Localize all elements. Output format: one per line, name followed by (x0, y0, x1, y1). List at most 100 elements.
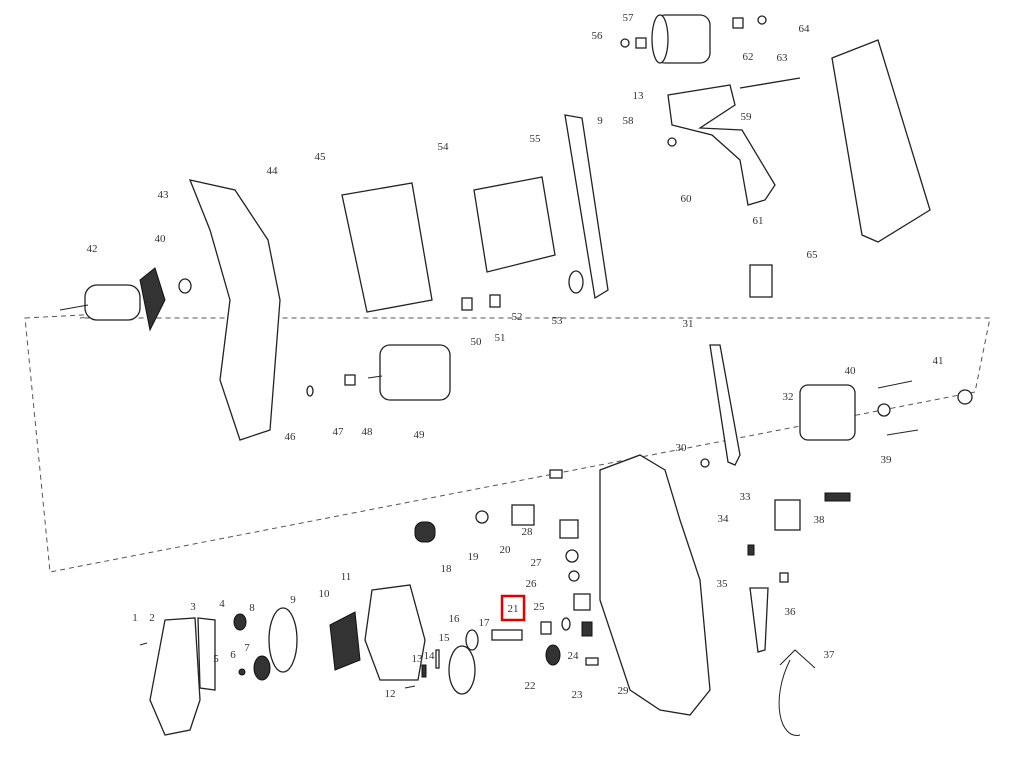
roller-shaft (367, 375, 383, 379)
part-17-shaft (491, 629, 523, 641)
part-number-label: 57 (623, 12, 635, 24)
part-3-belt (197, 617, 216, 691)
part-number-label: 25 (534, 601, 546, 613)
part-number-label: 38 (814, 514, 826, 526)
part-number-label: 34 (718, 513, 730, 525)
part-number-label: 16 (449, 613, 461, 625)
part-number-label: 26 (526, 578, 538, 590)
part-number-label: 61 (753, 215, 764, 227)
part-37-cord (778, 649, 816, 736)
part-55-plate (564, 114, 609, 300)
part-number-label: 30 (676, 442, 688, 454)
part-18-knob (414, 521, 436, 543)
part-51 (489, 294, 501, 308)
part-12-screw (404, 685, 416, 689)
part-29-housing (599, 454, 711, 716)
highlight-box-21 (500, 594, 526, 622)
part-38 (824, 492, 851, 502)
part-number-label: 7 (244, 642, 250, 654)
part-number-label: 32 (783, 391, 794, 403)
part-6 (238, 668, 246, 676)
part-number-label: 36 (785, 606, 797, 618)
part-number-label: 17 (479, 617, 491, 629)
armature-shaft (59, 304, 89, 311)
part-number-label: 51 (495, 332, 506, 344)
part-number-label: 10 (319, 588, 331, 600)
part-screw (877, 380, 913, 389)
part-14 (435, 649, 440, 669)
part-number-label: 11 (341, 571, 352, 583)
part-7-pulley (253, 655, 271, 681)
part-50 (461, 297, 473, 311)
part-number-label: 15 (439, 632, 451, 644)
part-number-label: 54 (438, 141, 450, 153)
part-34 (747, 544, 755, 556)
part-35-sleeve (749, 587, 769, 653)
part-number-label: 13 (633, 90, 645, 102)
part-number-label: 52 (512, 311, 523, 323)
part-number-label: 40 (155, 233, 167, 245)
part-57 (635, 37, 647, 49)
part-number-label: 45 (315, 151, 327, 163)
part-26-ring (568, 570, 580, 582)
part-small-bush (732, 17, 744, 29)
part-39-screw (886, 429, 919, 436)
part-number-label: 18 (441, 563, 453, 575)
part-45-plate (341, 182, 433, 313)
part-brush-cap (549, 469, 563, 479)
part-54-plate (473, 176, 556, 273)
part-33-switch (774, 499, 801, 531)
part-number-label: 13 (412, 653, 424, 665)
part-number-label: 28 (522, 526, 534, 538)
part-40-bearing (178, 278, 192, 294)
part-number-label: 22 (525, 680, 536, 692)
part-number-label: 27 (531, 557, 543, 569)
part-15-pulley (448, 645, 476, 695)
part-53-roller (568, 270, 584, 294)
part-number-label: 47 (333, 426, 345, 438)
part-47 (344, 374, 356, 386)
part-number-label: 62 (743, 51, 754, 63)
part-65-spring (749, 264, 773, 298)
part-number-label: 21 (508, 603, 519, 615)
part-number-label: 23 (572, 689, 584, 701)
part-number-label: 65 (807, 249, 819, 261)
part-number-label: 31 (683, 318, 694, 330)
part-25 (561, 617, 571, 631)
part-number-label: 63 (777, 52, 789, 64)
part-43-housing (188, 179, 281, 441)
part-46 (306, 385, 314, 397)
part-washer (757, 15, 767, 25)
part-number-label: 1 (132, 612, 138, 624)
part-42-fan (139, 267, 166, 332)
part-41-washer (957, 389, 973, 405)
part-number-label: 59 (741, 111, 753, 123)
part-number-label: 8 (249, 602, 255, 614)
part-number-label: 4 (219, 598, 225, 610)
part-number-label: 14 (424, 650, 436, 662)
part-number-label: 5 (213, 653, 219, 665)
assembly-boundary (24, 311, 991, 573)
part-40-bearing-b (877, 403, 891, 417)
part-number-label: 2 (149, 612, 155, 624)
part-56 (620, 38, 630, 48)
part-number-label: 37 (824, 649, 836, 661)
part-28-holder (559, 519, 579, 539)
part-31-bracket (709, 344, 741, 466)
part-number-label: 56 (592, 30, 604, 42)
part-8-disc (268, 607, 298, 673)
part-4 (233, 613, 247, 631)
part-58 (667, 137, 677, 147)
part-32-stator (799, 384, 856, 441)
part-number-label: 64 (799, 23, 811, 35)
part-64-belt (831, 39, 931, 243)
part-number-label: 3 (190, 601, 196, 613)
part-number-label: 53 (552, 315, 564, 327)
part-2-cover (149, 617, 201, 736)
part-number-label: 43 (158, 189, 170, 201)
part-number-label: 42 (87, 243, 98, 255)
part-62-end (651, 14, 669, 64)
part-number-label: 20 (500, 544, 512, 556)
